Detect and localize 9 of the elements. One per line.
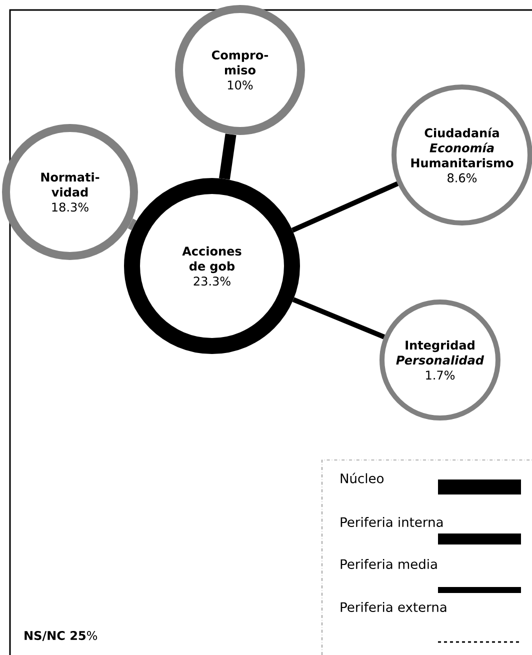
legend-label: Periferia media: [340, 558, 437, 570]
connector-line: [291, 181, 399, 233]
legend-label: Periferia externa: [340, 602, 446, 612]
connector-line: [292, 297, 386, 340]
connector-line: [219, 134, 236, 180]
note-text: NS/NC 25%: [24, 630, 98, 641]
legend-label: Periferia interna: [340, 516, 443, 528]
legend-label: Núcleo: [340, 472, 384, 484]
connector-line: [128, 218, 137, 230]
